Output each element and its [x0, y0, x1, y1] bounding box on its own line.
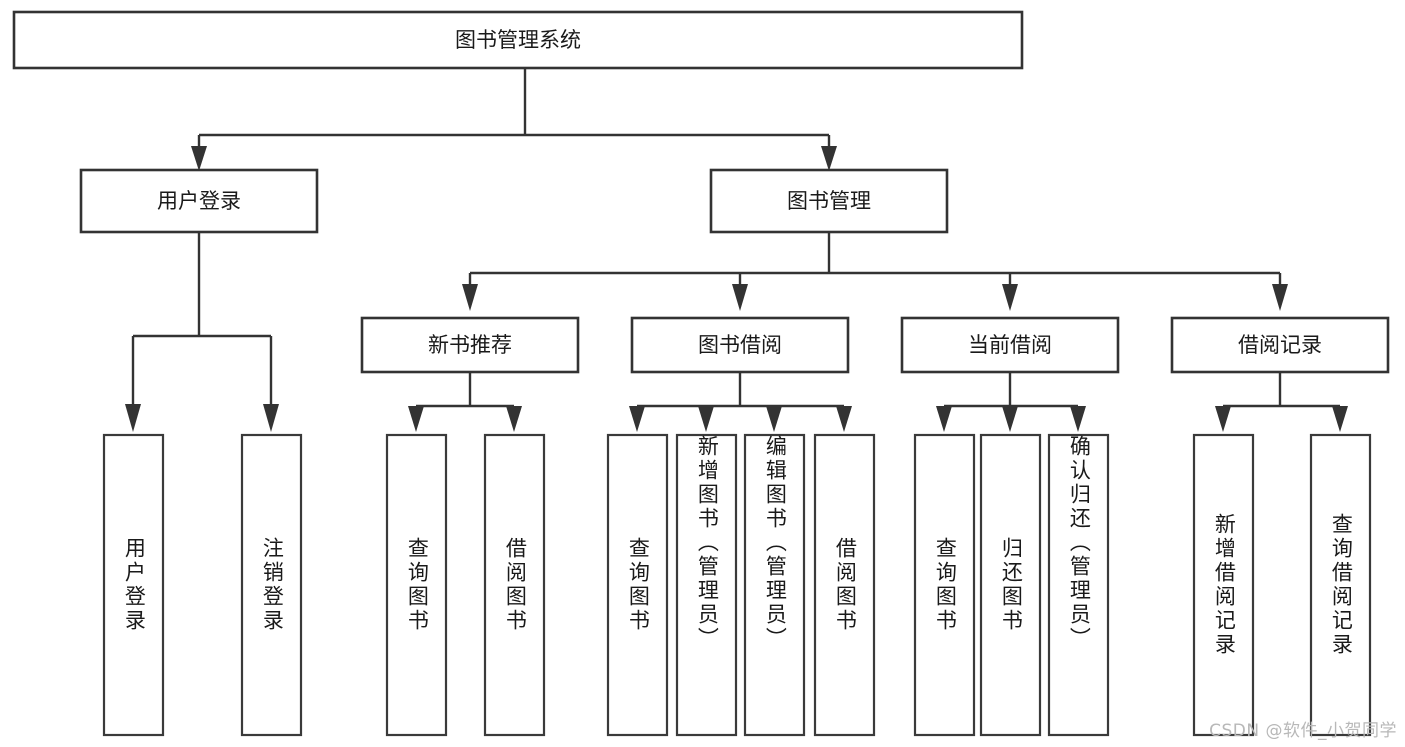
leaf-borrow-book-2-box[interactable]	[813, 433, 876, 737]
node-root[interactable]: 图书管理系统	[12, 10, 1024, 70]
arrow-to-new-book-recommend	[462, 284, 478, 311]
leaf-borrow-book-1-box[interactable]	[483, 433, 546, 737]
connectors-root-to-level2	[191, 68, 837, 171]
leaf-boxes-user-login	[102, 433, 303, 737]
leaf-add-record-box[interactable]	[1192, 433, 1255, 737]
node-new-book-recommend-box[interactable]	[360, 316, 580, 374]
arrow-to-leaf-logout-login	[263, 404, 279, 432]
arrow-to-leaf-confirm-return	[1070, 406, 1086, 432]
node-borrow-record-box[interactable]	[1170, 316, 1390, 374]
node-current-borrow-box[interactable]	[900, 316, 1120, 374]
node-current-borrow[interactable]: 当前借阅	[900, 316, 1120, 374]
arrow-to-book-borrow	[732, 284, 748, 311]
arrow-to-book-manage	[821, 146, 837, 171]
node-user-login[interactable]: 用户登录	[79, 168, 319, 234]
node-book-borrow[interactable]: 图书借阅	[630, 316, 850, 374]
leaf-query-book-1-box[interactable]	[385, 433, 448, 737]
arrow-to-leaf-query-record	[1332, 406, 1348, 432]
node-book-manage[interactable]: 图书管理	[709, 168, 949, 234]
arrow-to-user-login	[191, 146, 207, 171]
connectors-book-manage-to-level3	[462, 232, 1288, 311]
node-user-login-box[interactable]	[79, 168, 319, 234]
node-book-borrow-box[interactable]	[630, 316, 850, 374]
connectors-user-login-to-leaves	[125, 232, 279, 432]
arrow-to-leaf-edit-book	[766, 406, 782, 432]
leaf-return-book-box[interactable]	[979, 433, 1042, 737]
leaf-add-book-box[interactable]	[675, 433, 738, 737]
node-book-manage-box[interactable]	[709, 168, 949, 234]
node-user-login-label: 用户登录	[157, 189, 241, 213]
leaf-query-book-3-box[interactable]	[913, 433, 976, 737]
arrow-to-leaf-query-book-1	[408, 406, 424, 432]
node-root-box[interactable]	[12, 10, 1024, 70]
node-book-borrow-label: 图书借阅	[698, 333, 782, 357]
leaf-boxes-borrow-record	[1192, 433, 1372, 737]
connectors-current-borrow-to-leaves	[936, 372, 1086, 432]
leaf-confirm-return-box[interactable]	[1047, 433, 1110, 737]
arrow-to-leaf-query-book-3	[936, 406, 952, 432]
node-book-manage-label: 图书管理	[787, 189, 871, 213]
arrow-to-borrow-record	[1272, 284, 1288, 311]
connectors-book-borrow-to-leaves	[629, 372, 852, 432]
node-borrow-record[interactable]: 借阅记录	[1170, 316, 1390, 374]
leaf-query-book-2-box[interactable]	[606, 433, 669, 737]
leaf-query-record-box[interactable]	[1309, 433, 1372, 737]
arrow-to-leaf-add-book	[698, 406, 714, 432]
arrow-to-leaf-user-login	[125, 404, 141, 432]
node-root-label: 图书管理系统	[455, 28, 581, 52]
arrow-to-leaf-return-book	[1002, 406, 1018, 432]
csdn-watermark: CSDN @软件_小贺同学	[1209, 721, 1397, 741]
leaf-user-login-box[interactable]	[102, 433, 165, 737]
leaf-logout-login-box[interactable]	[240, 433, 303, 737]
arrow-to-leaf-borrow-book-1	[506, 406, 522, 432]
connectors-new-book-recommend-to-leaves	[408, 372, 522, 432]
connectors-borrow-record-to-leaves	[1215, 372, 1348, 432]
leaf-edit-book-box[interactable]	[743, 433, 806, 737]
arrow-to-leaf-query-book-2	[629, 406, 645, 432]
leaf-boxes-new-book-recommend	[385, 433, 546, 737]
node-borrow-record-label: 借阅记录	[1238, 333, 1322, 357]
leaf-boxes-book-borrow	[606, 433, 876, 737]
arrow-to-leaf-borrow-book-2	[836, 406, 852, 432]
node-new-book-recommend[interactable]: 新书推荐	[360, 316, 580, 374]
leaf-boxes-current-borrow	[913, 433, 1110, 737]
node-new-book-recommend-label: 新书推荐	[428, 333, 512, 357]
arrow-to-leaf-add-record	[1215, 406, 1231, 432]
arrow-to-current-borrow	[1002, 284, 1018, 311]
node-current-borrow-label: 当前借阅	[968, 333, 1052, 357]
